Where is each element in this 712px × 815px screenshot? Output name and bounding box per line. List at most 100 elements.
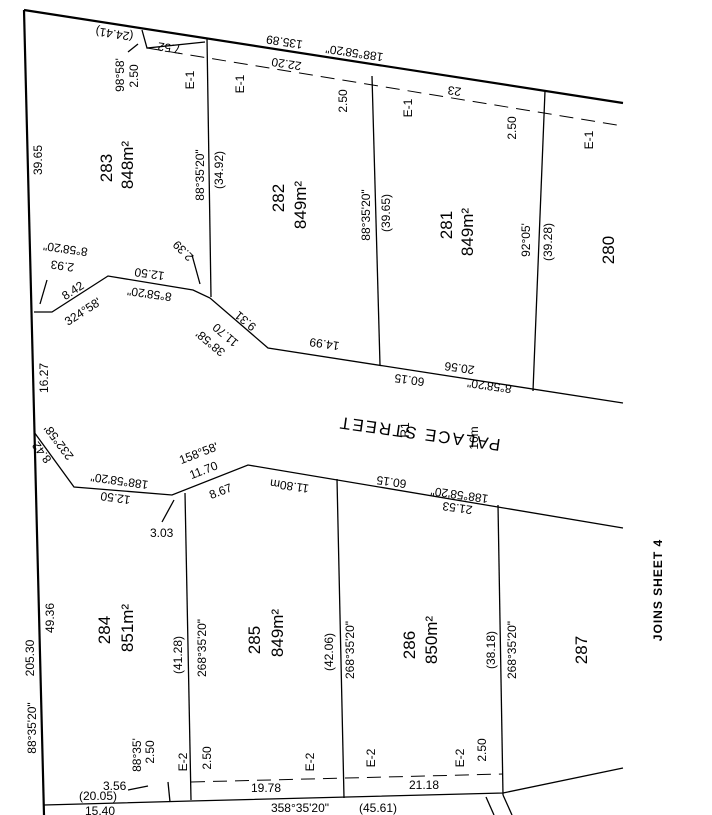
dim-4206: (42.06) bbox=[322, 633, 336, 671]
easement-label-e2: E-2 bbox=[176, 752, 190, 771]
street-width: 16m bbox=[467, 426, 481, 449]
angle-883520-c: 88°35'20" bbox=[25, 702, 39, 753]
lot-287-number: 287 bbox=[572, 636, 591, 664]
joins-sheet-note: JOINS SHEET 4 bbox=[651, 539, 665, 641]
north-street-frontage bbox=[34, 275, 624, 404]
lot-285-number: 285 bbox=[245, 626, 264, 654]
dim-3965: 39.65 bbox=[31, 145, 45, 175]
easement-label-e2: E-2 bbox=[303, 752, 317, 771]
lot-286-number: 286 bbox=[400, 631, 419, 659]
angle-9858: 98°58' bbox=[113, 58, 127, 92]
lot-line-285-286 bbox=[336, 478, 345, 799]
dim-356: 3.56 bbox=[103, 779, 127, 793]
lot-283-number: 283 bbox=[97, 154, 116, 182]
dim-1978: 19.78 bbox=[251, 781, 281, 795]
dim-2220: 22.20 bbox=[270, 55, 302, 73]
south-rear-boundary bbox=[43, 767, 624, 806]
lot-281-number: 281 bbox=[437, 211, 456, 239]
arrows bbox=[39, 43, 201, 791]
street-zone: R1 bbox=[398, 422, 412, 438]
dim-4561: (45.61) bbox=[359, 801, 397, 815]
dim-1540: 15.40 bbox=[85, 804, 115, 815]
arrow-356 bbox=[127, 785, 149, 791]
angle-2683520-a: 268°35'20" bbox=[195, 619, 209, 677]
dim-250-e: 2.50 bbox=[200, 746, 214, 770]
boundary-lines bbox=[22, 8, 624, 815]
dim-6015-a: 60.15 bbox=[393, 371, 425, 389]
lot-284-number: 284 bbox=[95, 616, 114, 644]
dim-303: 3.03 bbox=[150, 526, 174, 540]
easement-e1-line bbox=[146, 47, 624, 127]
rear-tick-a bbox=[167, 781, 171, 803]
easement-e2-line bbox=[190, 773, 504, 783]
easement-label-e1: E-1 bbox=[183, 70, 197, 89]
north-boundary bbox=[23, 8, 624, 105]
lot-282-area: 849m² bbox=[291, 181, 310, 230]
lot-283-area: 848m² bbox=[118, 141, 137, 190]
angle-85820-a: 8°58'20" bbox=[42, 239, 88, 259]
angle-8835: 88°35' bbox=[130, 738, 144, 772]
lot-line-283-282 bbox=[206, 37, 212, 298]
dim-6015-b: 60.15 bbox=[375, 473, 407, 491]
dim-3928: (39.28) bbox=[541, 223, 555, 261]
easement-label-e1: E-1 bbox=[582, 130, 596, 149]
dim-23: 23 bbox=[446, 83, 462, 99]
lot-281-area: 849m² bbox=[458, 208, 477, 257]
dim-4936: 49.36 bbox=[43, 603, 57, 633]
lot-285-area: 849m² bbox=[268, 609, 287, 658]
lot-labels: 283 848m² 282 849m² 281 849m² 280 284 85… bbox=[95, 141, 618, 665]
dim-250-f: 2.50 bbox=[475, 738, 489, 762]
lot-282-number: 282 bbox=[269, 184, 288, 212]
dim-1499: 14.99 bbox=[308, 335, 340, 353]
arrow-303 bbox=[161, 499, 175, 523]
easement-label-e1: E-1 bbox=[233, 74, 247, 93]
dim-top-total: (24.41) bbox=[95, 24, 135, 43]
dim-3492: (34.92) bbox=[212, 151, 226, 189]
dim-3818: (38.18) bbox=[484, 631, 498, 669]
dim-250-a: 2.50 bbox=[127, 64, 141, 88]
arrow-9858 bbox=[127, 43, 139, 53]
dim-1180: 11.80m bbox=[269, 476, 310, 495]
angle-2683520-c: 268°35'20" bbox=[505, 621, 519, 679]
easement-label-e2: E-2 bbox=[453, 748, 467, 767]
lot-line-286-287 bbox=[497, 504, 504, 796]
lot-284-area: 851m² bbox=[118, 604, 137, 653]
dim-239: 2.39 bbox=[170, 237, 197, 264]
dim-3965p: (39.65) bbox=[379, 194, 393, 232]
rear-tick-c bbox=[502, 794, 513, 815]
dim-1250-b: 12.50 bbox=[99, 489, 131, 507]
dim-1250-a: 12.50 bbox=[133, 265, 165, 283]
dim-931: 9.31 bbox=[232, 308, 259, 334]
angle-883520-a: 88°35'20" bbox=[193, 149, 207, 200]
dim-752: 7.52 bbox=[157, 39, 182, 56]
angle-9205: 92°05' bbox=[519, 223, 533, 257]
easement-lines bbox=[146, 47, 624, 783]
angle-85820-c: 8°58'20" bbox=[466, 376, 512, 396]
lot-line-281-280 bbox=[532, 90, 546, 392]
dim-2005: (20.05) bbox=[79, 789, 117, 803]
dim-top-dist: 135.89 bbox=[265, 32, 304, 51]
rear-tick-b bbox=[485, 796, 495, 815]
dim-4128: (41.28) bbox=[171, 636, 185, 674]
dimension-labels: (24.41) 135.89 188°58'20" 7.52 22.20 23 … bbox=[23, 24, 555, 815]
dim-250-c: 2.50 bbox=[505, 116, 519, 140]
angle-85820-b: 8°58'20" bbox=[126, 284, 172, 304]
dim-20530: 205.30 bbox=[23, 639, 37, 676]
angle-883520-b: 88°35'20" bbox=[359, 189, 373, 240]
dim-250-b: 2.50 bbox=[336, 89, 350, 113]
arrow-239 bbox=[191, 254, 201, 285]
dim-250-d: 2.50 bbox=[143, 740, 157, 764]
lot-line-284-285 bbox=[184, 492, 192, 801]
south-street-frontage bbox=[33, 431, 624, 529]
angle-2683520-b: 268°35'20" bbox=[343, 621, 357, 679]
west-boundary bbox=[22, 9, 46, 815]
easement-label-e1: E-1 bbox=[401, 98, 415, 117]
easement-labels: E-1 E-1 E-1 E-1 E-2 E-2 E-2 E-2 bbox=[176, 70, 596, 771]
dim-2153: 21.53 bbox=[441, 499, 473, 517]
street-labels: PALACE STREET R1 16m bbox=[337, 413, 502, 455]
dim-2118: 21.18 bbox=[409, 778, 439, 792]
dim-293: 2.93 bbox=[50, 257, 75, 274]
dim-top-bearing: 188°58'20" bbox=[325, 42, 385, 64]
arrow-293 bbox=[39, 279, 48, 305]
